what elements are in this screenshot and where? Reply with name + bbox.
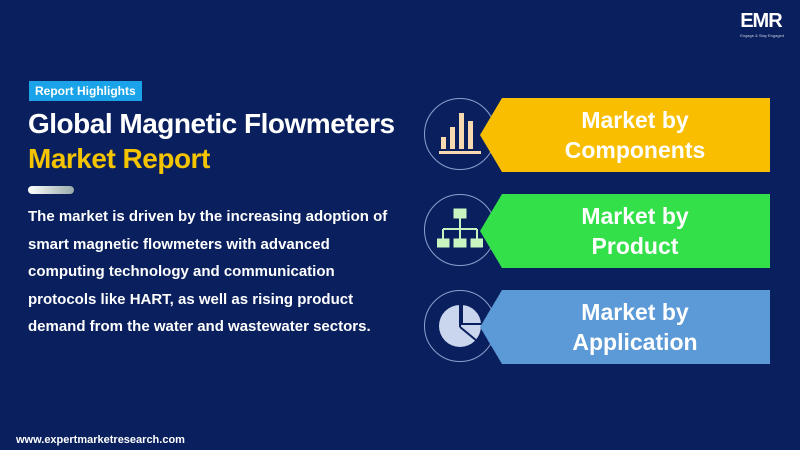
website-link[interactable]: www.expertmarketresearch.com bbox=[16, 434, 185, 446]
page-title: Global Magnetic Flowmeters bbox=[28, 108, 395, 139]
divider bbox=[28, 186, 74, 194]
page-subtitle: Market Report bbox=[28, 143, 210, 174]
report-highlights-badge: Report Highlights bbox=[29, 81, 142, 101]
description: The market is driven by the increasing a… bbox=[28, 208, 388, 335]
hierarchy-icon bbox=[424, 194, 496, 266]
